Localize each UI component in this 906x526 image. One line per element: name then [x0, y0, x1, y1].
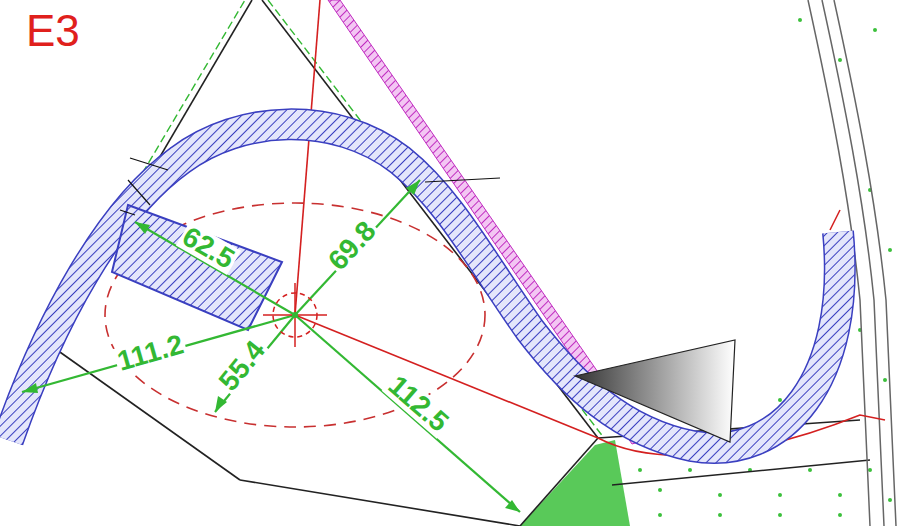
dimension-value: 112.5	[381, 370, 454, 439]
dimension-value: 55.4	[213, 334, 272, 397]
dimension-value: 69.8	[322, 215, 382, 277]
dimension-value: 111.2	[112, 330, 188, 376]
sheet-title: E3	[26, 6, 80, 56]
